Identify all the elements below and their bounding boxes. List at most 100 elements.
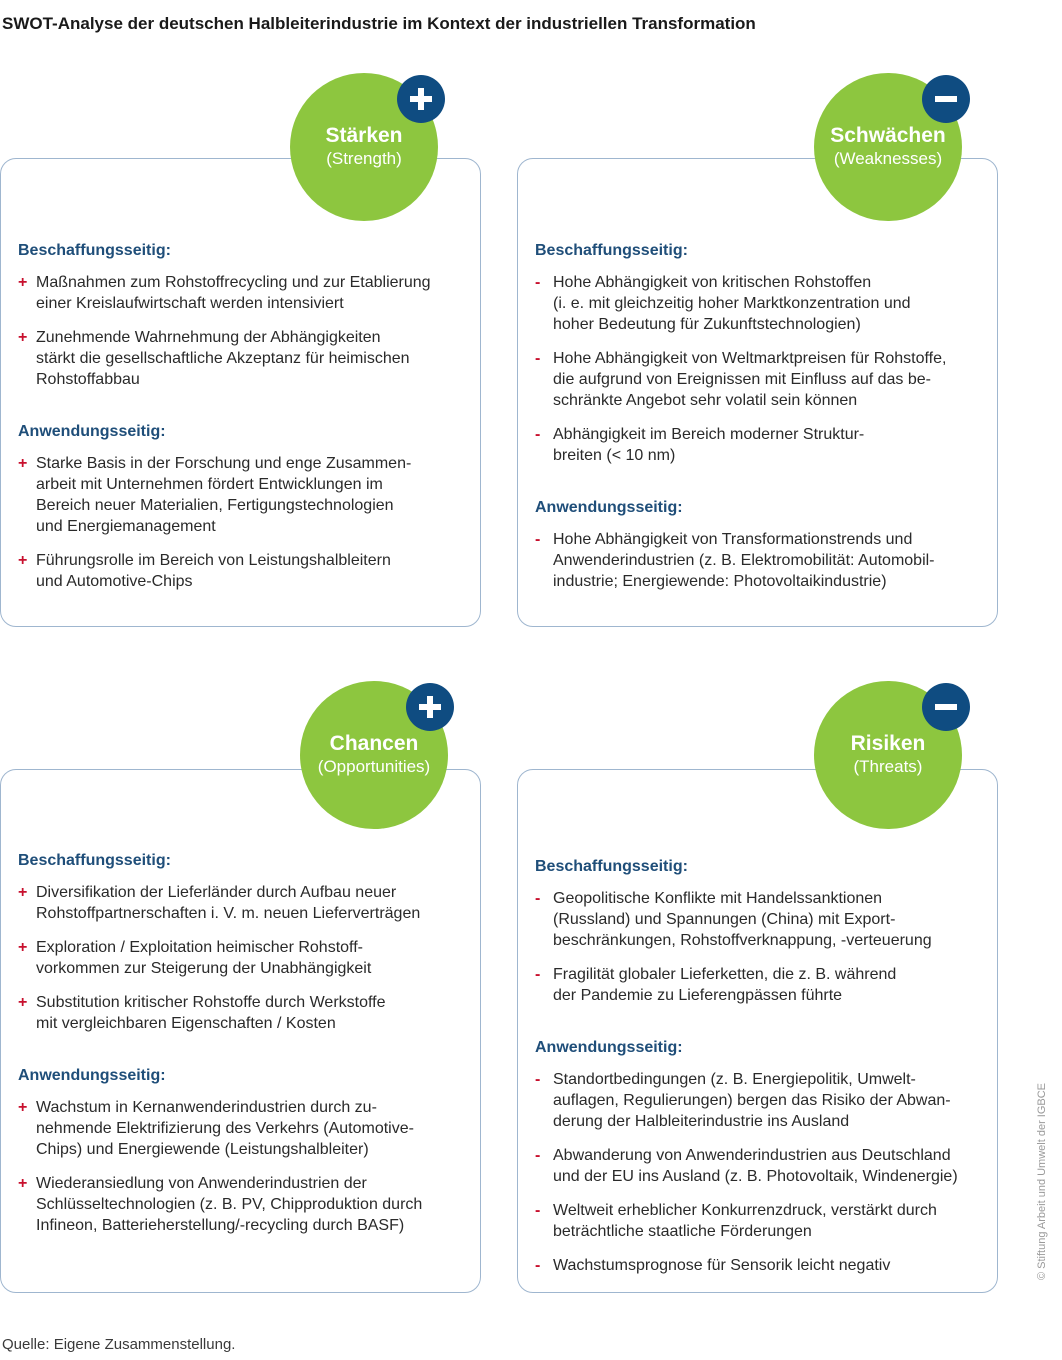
opportunities-subtitle: (Opportunities) <box>317 757 431 776</box>
list-item-text: stärkt die gesellschaftliche Akzeptanz f… <box>36 350 410 367</box>
list-item-text: arbeit mit Unternehmen fördert Entwicklu… <box>36 476 383 493</box>
bullet-marker: - <box>535 1202 541 1219</box>
list-item-text: (Russland) und Spannungen (China) mit Ex… <box>553 911 896 928</box>
weaknesses-subtitle: (Weaknesses) <box>833 149 943 168</box>
list-item: + Starke Basis in der Forschung und enge … <box>18 453 473 537</box>
bullet-marker: + <box>18 274 28 291</box>
opportunities-circle: Chancen (Opportunities) <box>300 681 448 829</box>
section-heading: Beschaffungsseitig: <box>535 242 688 259</box>
list-item: + Exploration / Exploitation heimischer R… <box>18 937 473 979</box>
list-item: +Substitution kritischer Rohstoffe durch… <box>18 992 473 1034</box>
bullet-marker: - <box>535 966 541 983</box>
list-item-text: Geopolitische Konflikte mit Handelssankt… <box>553 890 883 907</box>
bullet-marker: + <box>18 939 28 956</box>
bullet-marker: - <box>535 274 541 291</box>
page-title: SWOT-Analyse der deutschen Halbleiterind… <box>2 14 756 33</box>
section-gap <box>18 1047 473 1065</box>
strengths-title: Stärken <box>325 124 403 147</box>
list-item-text: Diversifikation der Lieferländer durch A… <box>36 884 397 901</box>
section-gap <box>18 403 473 421</box>
list-item-text: und Automotive-Chips <box>36 573 193 590</box>
bullet-marker: + <box>18 329 28 346</box>
list-item-text: Weltweit erheblicher Konkurrenzdruck, ve… <box>553 1202 937 1219</box>
list-item-text: Exploration / Exploitation heimischer Ro… <box>36 939 363 956</box>
list-item: + Maßnahmen zum Rohstoffrecycling und zur… <box>18 272 473 314</box>
opportunities-box <box>0 769 481 1293</box>
list-item-text: Zunehmende Wahrnehmung der Abhängigkeite… <box>36 329 381 346</box>
section-heading: Anwendungsseitig: <box>18 1067 166 1084</box>
source-note: Quelle: Eigene Zusammenstellung. <box>2 1336 236 1353</box>
bullet-marker: + <box>18 552 28 569</box>
section-heading: Anwendungsseitig: <box>535 499 683 516</box>
threats-box <box>517 769 998 1293</box>
list-item-text: Hohe Abhängigkeit von kritischen Rohstof… <box>553 274 872 291</box>
weaknesses-box <box>517 158 998 627</box>
list-item-text: Anwenderindustrien (z. B. Elektromobilit… <box>553 552 935 569</box>
bullet-marker: + <box>18 994 28 1011</box>
copyright-note: © Stiftung Arbeit und Umwelt der IGBCE <box>1036 1082 1048 1280</box>
list-item-text: Führungsrolle im Bereich von Leistungsha… <box>36 552 391 569</box>
list-item-text: Bereich neuer Materialien, Fertigungstec… <box>36 497 394 514</box>
bullet-marker: + <box>18 455 28 472</box>
list-item-text: nehmende Elektrifizierung des Verkehrs (… <box>36 1120 414 1137</box>
bullet-marker: + <box>18 1099 28 1116</box>
list-item: + Wachstum in Kernanwenderindustrien durc… <box>18 1097 473 1160</box>
list-item-text: (i. e. mit gleichzeitig hoher Marktkonze… <box>553 295 911 312</box>
minus-icon <box>922 75 970 123</box>
strengths-box <box>0 158 481 627</box>
list-item-text: Wachstumsprognose für Sensorik leicht ne… <box>553 1257 891 1274</box>
list-item-text: und Energiemanagement <box>36 518 216 535</box>
list-item: -Hohe Abhängigkeit von kritischen Rohsto… <box>535 272 990 335</box>
list-item-text: hoher Bedeutung für Zukunftstechnologien… <box>553 316 861 333</box>
list-item-text: Schlüsseltechnologien (z. B. PV, Chippro… <box>36 1196 423 1213</box>
list-item-text: Rohstoffabbau <box>36 371 140 388</box>
bullet-marker: + <box>18 1175 28 1192</box>
threats-content: Beschaffungsseitig:-Geopolitische Konfli… <box>535 856 990 1289</box>
list-item-text: vorkommen zur Steigerung der Unabhängigk… <box>36 960 372 977</box>
list-item: -Fragilität globaler Lieferketten, die z… <box>535 964 990 1006</box>
list-item-text: Fragilität globaler Lieferketten, die z.… <box>553 966 897 983</box>
list-item-text: auflagen, Regulierungen) bergen das Risi… <box>553 1092 951 1109</box>
section-heading: Beschaffungsseitig: <box>18 852 171 869</box>
list-item-text: Wachstum in Kernanwenderindustrien durch… <box>36 1099 377 1116</box>
list-item-text: einer Kreislaufwirtschaft werden intensi… <box>36 295 344 312</box>
bullet-marker: - <box>535 1147 541 1164</box>
bullet-marker: - <box>535 350 541 367</box>
list-item: -Weltweit erheblicher Konkurrenzdruck, v… <box>535 1200 990 1242</box>
list-item-text: breiten (< 10 nm) <box>553 447 676 464</box>
list-item-text: Wiederansiedlung von Anwenderindustrien … <box>36 1175 367 1192</box>
list-item: + Zunehmende Wahrnehmung der Abhängigkeit… <box>18 327 473 390</box>
list-item: -Standortbedingungen (z. B. Energiepolit… <box>535 1069 990 1132</box>
bullet-marker: - <box>535 531 541 548</box>
plus-icon <box>406 683 454 731</box>
opportunities-title: Chancen <box>329 732 419 755</box>
bullet-marker: - <box>535 1257 541 1274</box>
list-item: -Hohe Abhängigkeit von Transformationstr… <box>535 529 990 592</box>
list-item-text: Standortbedingungen (z. B. Energiepoliti… <box>553 1071 916 1088</box>
list-item-text: beschränkungen, Rohstoffverknappung, -ve… <box>553 932 932 949</box>
section-gap <box>535 1019 990 1037</box>
weaknesses-title: Schwächen <box>830 124 946 147</box>
section-heading: Beschaffungsseitig: <box>18 242 171 259</box>
list-item-text: industrie; Energiewende: Photovoltaikind… <box>553 573 887 590</box>
list-item: -Hohe Abhängigkeit von Weltmarktpreisen … <box>535 348 990 411</box>
list-item-text: Abwanderung von Anwenderindustrien aus D… <box>553 1147 951 1164</box>
list-item: + Wiederansiedlung von Anwenderindustrien… <box>18 1173 473 1236</box>
list-item-text: Maßnahmen zum Rohstoffrecycling und zur … <box>36 274 431 291</box>
bullet-marker: + <box>18 884 28 901</box>
list-item: -Geopolitische Konflikte mit Handelssank… <box>535 888 990 951</box>
bullet-marker: - <box>535 1071 541 1088</box>
plus-icon <box>397 75 445 123</box>
list-item: + Führungsrolle im Bereich von Leistungsh… <box>18 550 473 592</box>
list-item: -Abwanderung von Anwenderindustrien aus … <box>535 1145 990 1187</box>
list-item-text: Starke Basis in der Forschung und enge Z… <box>36 455 412 472</box>
section-heading: Anwendungsseitig: <box>535 1039 683 1056</box>
weaknesses-content: Beschaffungsseitig:-Hohe Abhängigkeit vo… <box>535 240 990 605</box>
strengths-content: Beschaffungsseitig: + Maßnahmen zum Rohsto… <box>18 240 473 605</box>
list-item-text: die aufgrund von Ereignissen mit Einflus… <box>553 371 931 388</box>
list-item-text: Chips) und Energiewende (Leistungshalble… <box>36 1141 369 1158</box>
list-item: -Abhängigkeit im Bereich moderner Strukt… <box>535 424 990 466</box>
section-gap <box>535 479 990 497</box>
list-item-text: mit vergleichbaren Eigenschaften / Koste… <box>36 1015 336 1032</box>
minus-icon <box>922 683 970 731</box>
